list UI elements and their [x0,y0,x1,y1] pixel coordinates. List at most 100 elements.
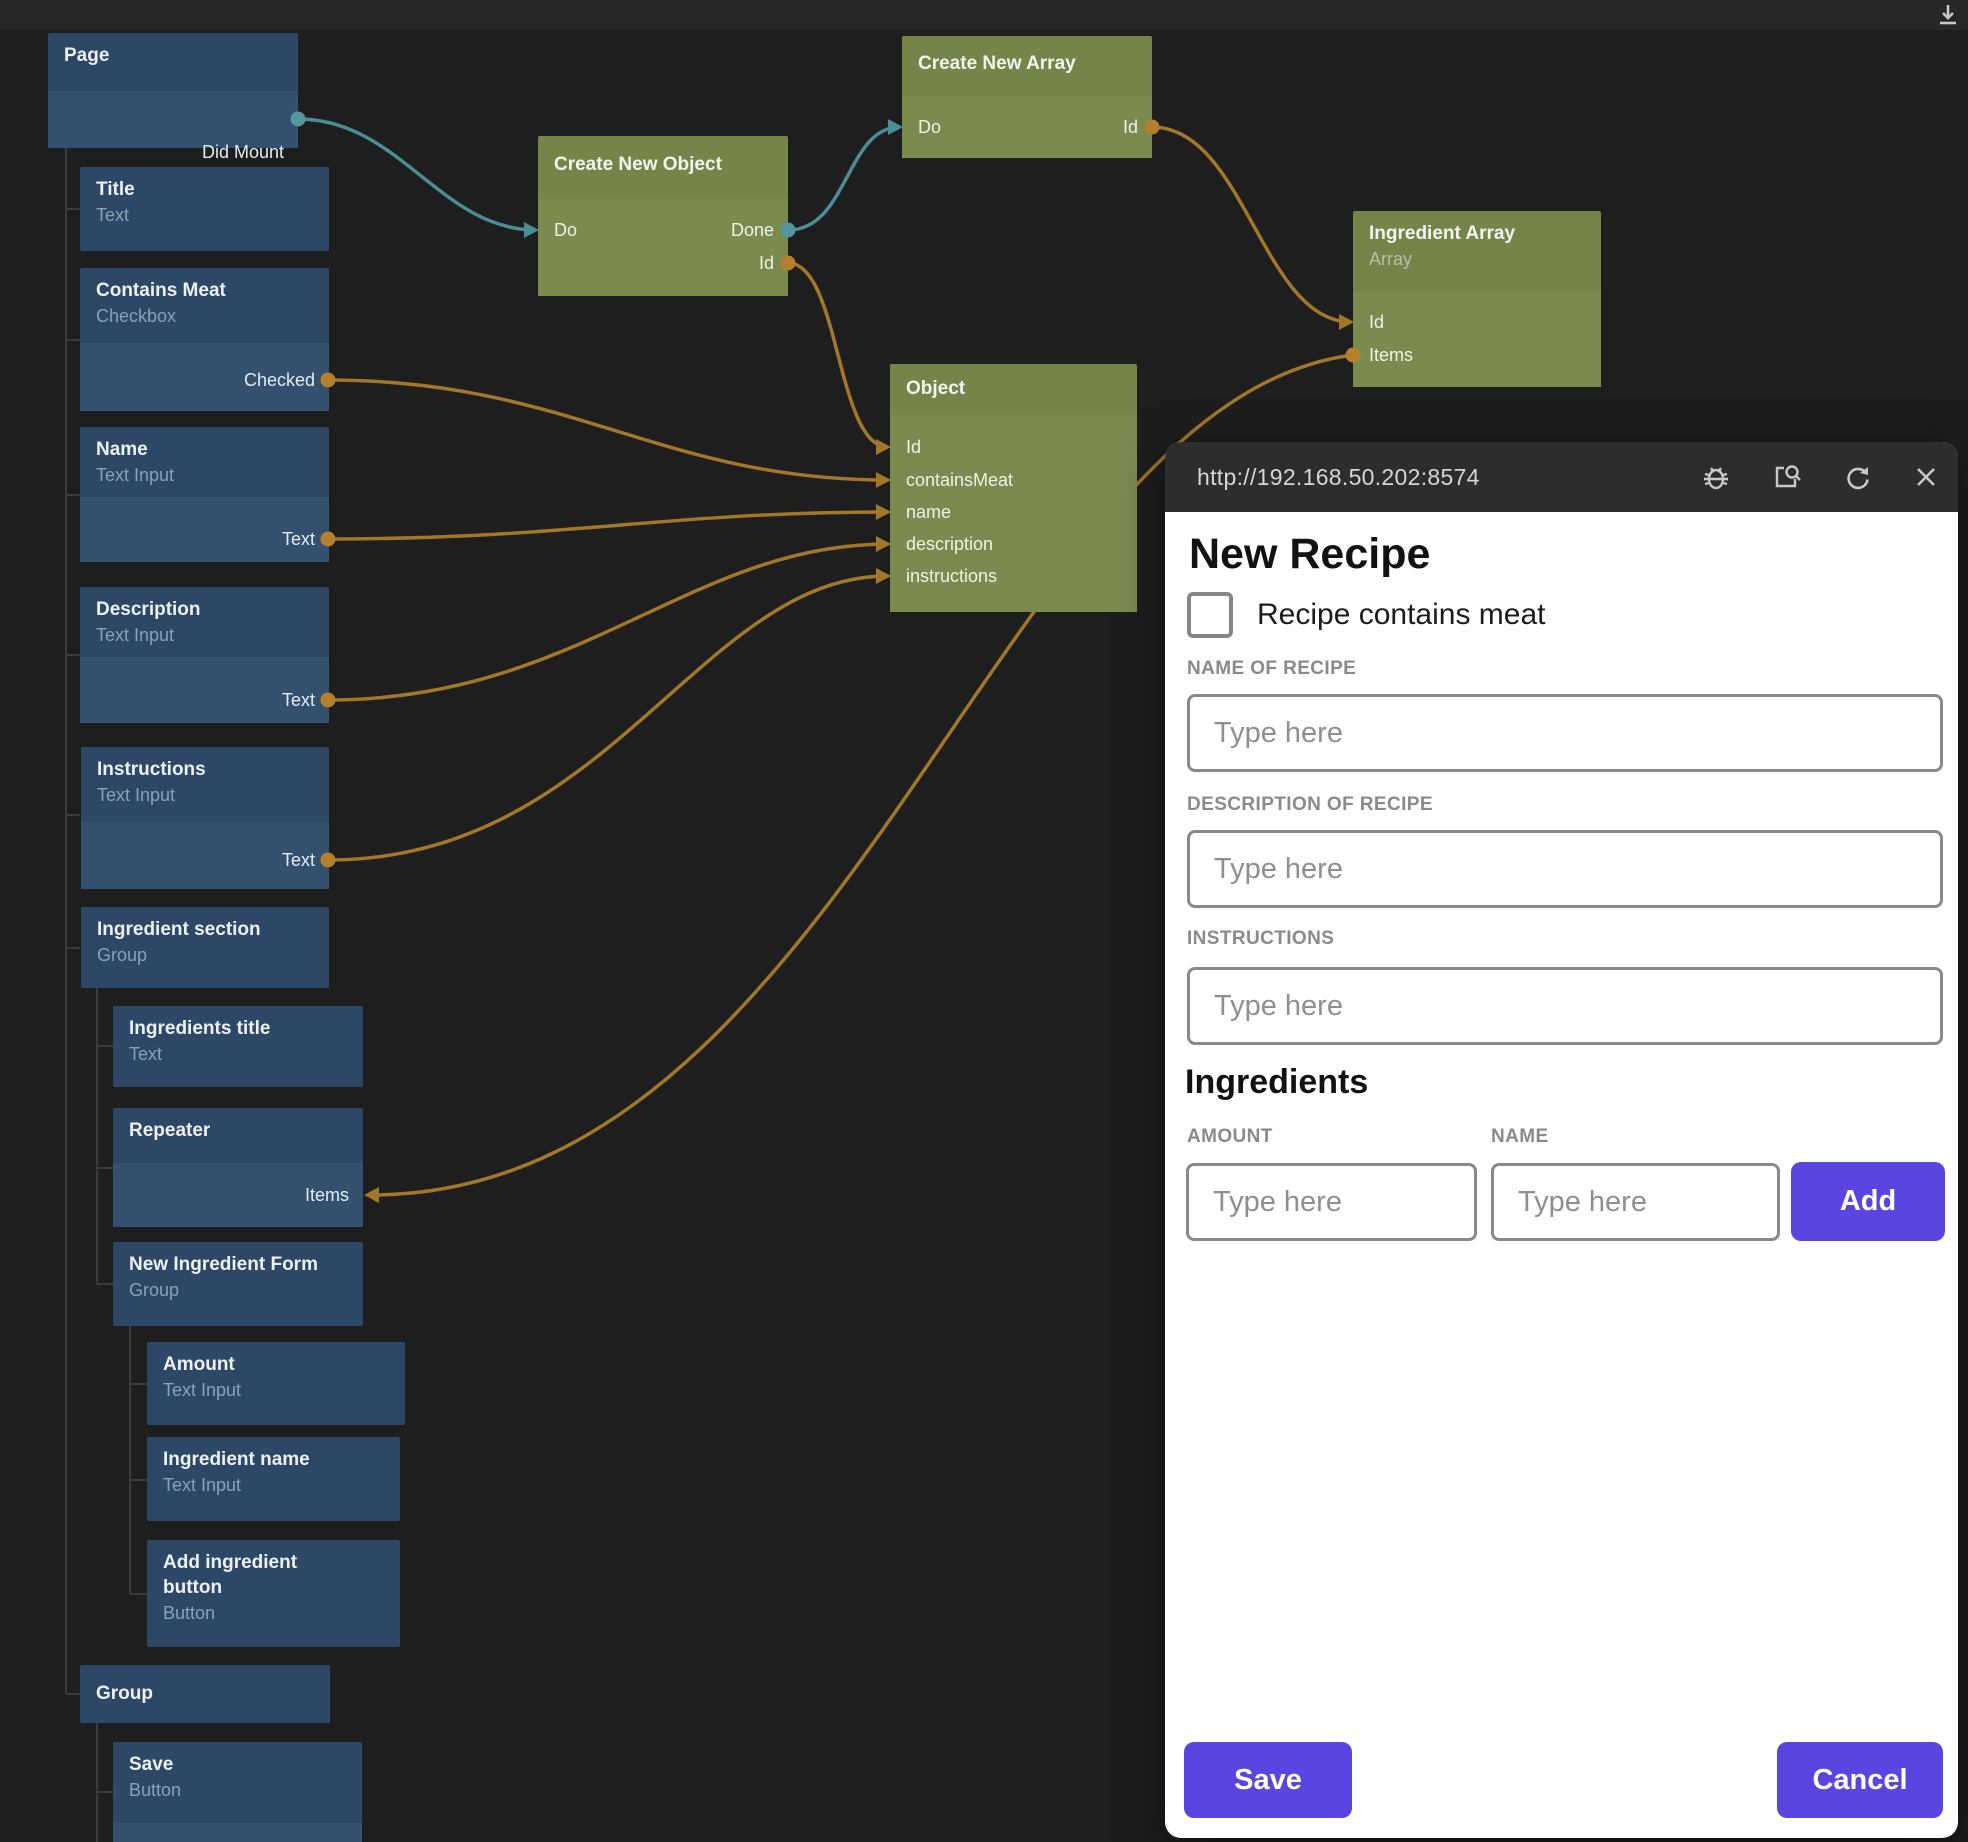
save-button[interactable]: Save [1184,1742,1352,1818]
port-do[interactable]: Do [554,220,578,240]
inspect-page-icon[interactable] [1770,461,1802,493]
connection-checked-containsmeat [327,378,889,482]
node-group[interactable]: Group [80,1665,330,1723]
node-amount[interactable]: Amount Text Input [147,1342,405,1425]
node-title: Object [906,378,966,399]
name-of-recipe-label: NAME OF RECIPE [1187,658,1357,679]
node-type: Text Input [163,1475,242,1495]
close-icon[interactable] [1910,461,1942,493]
reload-icon[interactable] [1840,461,1872,493]
port-instructions[interactable]: instructions [906,566,998,586]
node-title: Title [96,179,135,200]
contains-meat-row: Recipe contains meat [1187,592,1546,638]
node-type: Array [1369,249,1413,269]
node-ingredient-section[interactable]: Ingredient section Group [81,907,329,988]
node-title: New Ingredient Form [129,1254,318,1275]
node-title: Ingredient Array [1369,223,1516,244]
node-title: Ingredients title [129,1018,271,1039]
port-id[interactable]: Id [1369,312,1385,332]
node-object[interactable]: Object Id containsMeat name description … [890,364,1137,612]
node-create-new-array[interactable]: Create New Array Do Id [902,36,1152,158]
node-ingredient-array[interactable]: Ingredient Array Array Id Items [1353,211,1601,387]
add-ingredient-button[interactable]: Add [1791,1162,1945,1241]
node-instructions-input[interactable]: Instructions Text Input Text [81,747,329,889]
bug-icon[interactable] [1700,461,1732,493]
connection-id-objectid [787,261,889,449]
port-id[interactable]: Id [1122,117,1138,137]
node-ingredient-name[interactable]: Ingredient name Text Input [147,1437,400,1521]
node-title: Ingredient name [163,1449,310,1470]
ingredient-amount-input[interactable] [1186,1163,1477,1241]
node-contains-meat[interactable]: Contains Meat Checkbox Checked [80,268,329,411]
node-title: Repeater [129,1120,211,1141]
port-text[interactable]: Text [281,850,315,870]
connection-nametext-name [327,510,889,541]
name-column-label: NAME [1491,1126,1549,1147]
recipe-instructions-input[interactable] [1187,967,1943,1045]
port-name[interactable]: name [906,502,952,522]
node-type: Group [129,1280,180,1300]
ingredients-heading: Ingredients [1185,1063,1369,1101]
node-title: Add ingredient button [163,1552,298,1598]
port-did-mount[interactable]: Did Mount [201,142,284,162]
node-save[interactable]: Save Button [113,1742,362,1842]
node-type: Text [96,205,130,225]
node-title: Description [96,599,201,620]
port-items[interactable]: Items [1369,345,1414,365]
node-add-ingredient-button[interactable]: Add ingredient button Button [147,1540,400,1647]
node-description-input[interactable]: Description Text Input Text [80,587,329,723]
node-type: Checkbox [96,306,177,326]
port-id[interactable]: Id [758,253,774,273]
port-text[interactable]: Text [281,690,315,710]
node-title: Amount [163,1354,235,1375]
node-create-new-object[interactable]: Create New Object Do Done Id [538,136,788,296]
port-items[interactable]: Items [304,1185,349,1205]
node-type: Text [129,1044,163,1064]
node-name-input[interactable]: Name Text Input Text [80,427,329,562]
node-type: Group [97,945,148,965]
port-description[interactable]: description [906,534,994,554]
node-title-text[interactable]: Title Text [80,167,329,251]
amount-label: AMOUNT [1187,1126,1273,1147]
preview-url-bar: http://192.168.50.202:8574 [1165,442,1958,512]
port-checked[interactable]: Checked [243,370,315,390]
ingredient-name-input[interactable] [1491,1163,1780,1241]
node-title: Instructions [97,759,206,780]
connection-descriptiontext-description [327,542,889,702]
connection-instructionstext-instructions [327,574,889,862]
recipe-description-input[interactable] [1187,830,1943,908]
node-title: Name [96,439,148,460]
port-do[interactable]: Do [918,117,942,137]
node-title: Create New Object [554,154,722,175]
connection-arrayid-ingredientarrayid [1151,125,1352,324]
node-type: Button [129,1780,182,1800]
node-new-ingredient-form[interactable]: New Ingredient Form Group [113,1242,363,1326]
cancel-button[interactable]: Cancel [1777,1742,1943,1818]
preview-window: http://192.168.50.202:8574 [1165,442,1958,1838]
description-of-recipe-label: DESCRIPTION OF RECIPE [1187,794,1433,815]
node-type: Text Input [97,785,176,805]
node-page[interactable]: Page Did Mount [48,33,298,162]
download-arrow-icon[interactable] [1934,2,1962,30]
node-title: Ingredient section [97,919,261,940]
node-title: Page [64,45,110,66]
node-repeater[interactable]: Repeater Items [113,1108,363,1227]
instructions-label: INSTRUCTIONS [1187,928,1335,949]
node-type: Text Input [163,1380,242,1400]
node-title: Create New Array [918,53,1076,74]
url-text[interactable]: http://192.168.50.202:8574 [1197,463,1480,490]
node-type: Button [163,1603,216,1623]
port-text[interactable]: Text [281,529,315,549]
node-type: Text Input [96,625,175,645]
port-containsmeat[interactable]: containsMeat [906,470,1014,490]
recipe-name-input[interactable] [1187,694,1943,772]
node-title: Contains Meat [96,280,226,301]
node-title: Save [129,1754,174,1775]
page-title: New Recipe [1189,530,1431,578]
node-title: Group [96,1683,153,1704]
port-id[interactable]: Id [906,437,922,457]
port-done[interactable]: Done [730,220,774,240]
contains-meat-checkbox[interactable] [1187,592,1233,638]
contains-meat-label: Recipe contains meat [1257,598,1546,631]
node-ingredients-title[interactable]: Ingredients title Text [113,1006,363,1087]
